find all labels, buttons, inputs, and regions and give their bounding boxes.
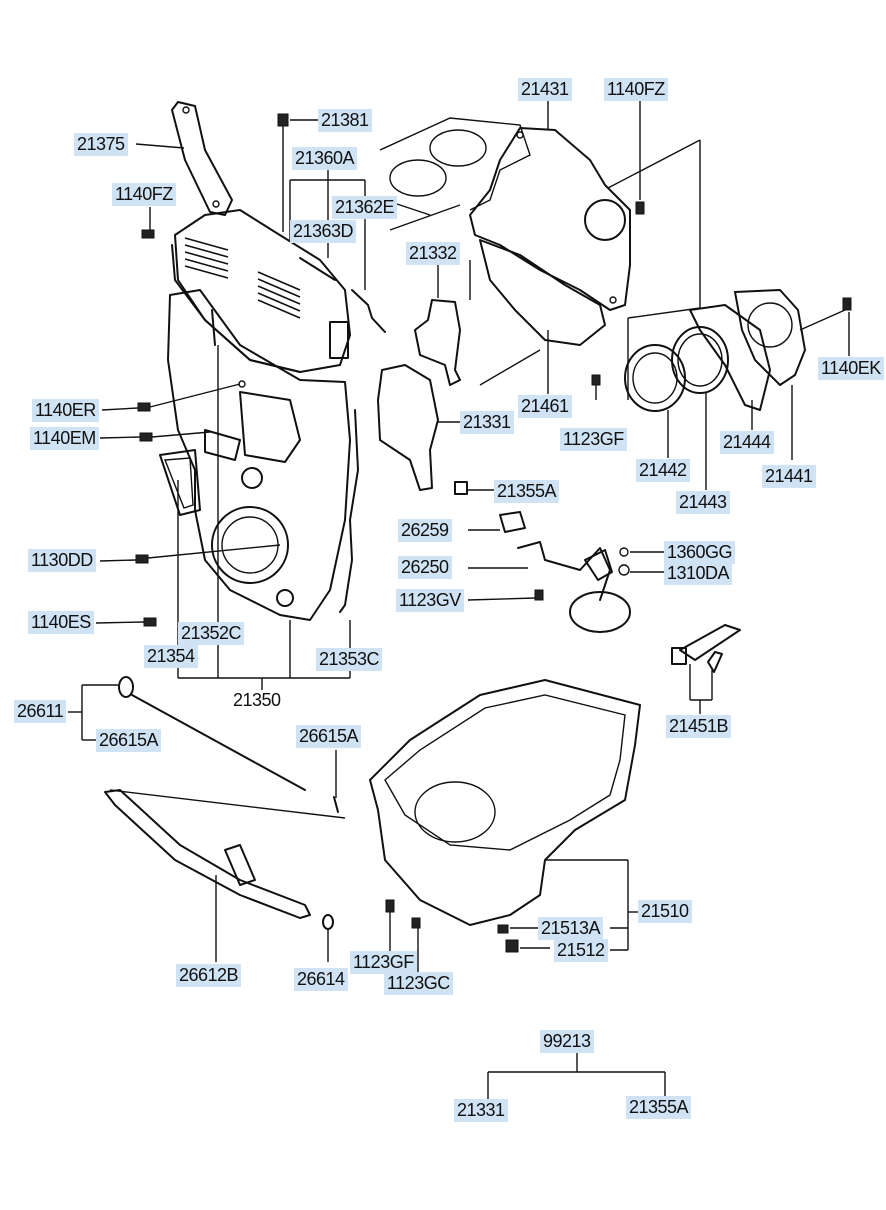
left-bolts: [135, 113, 601, 627]
label-26615a-right[interactable]: 26615A: [296, 725, 362, 748]
oil-seal-group: [624, 289, 852, 412]
label-1140ek[interactable]: 1140EK: [818, 357, 884, 380]
bracket-21332: [414, 299, 461, 386]
label-21331-kit[interactable]: 21331: [454, 1099, 508, 1122]
label-21381[interactable]: 21381: [318, 109, 372, 132]
label-21512[interactable]: 21512: [554, 939, 608, 962]
oil-pan: [369, 679, 641, 953]
label-1140em[interactable]: 1140EM: [30, 427, 99, 450]
label-21362e[interactable]: 21362E: [332, 196, 398, 219]
gasket-21362e: [351, 289, 386, 333]
label-26250[interactable]: 26250: [398, 556, 452, 579]
label-1130dd[interactable]: 1130DD: [28, 549, 96, 572]
upper-timing-cover: [171, 209, 351, 373]
rear-plate-21431: [469, 127, 631, 311]
cover-21461: [479, 239, 606, 346]
label-1123gv[interactable]: 1123GV: [396, 589, 464, 612]
label-21431[interactable]: 21431: [518, 78, 572, 101]
label-1140es[interactable]: 1140ES: [28, 611, 94, 634]
bolt-1123gc: [411, 917, 421, 929]
gasket-21353c: [339, 409, 359, 613]
label-21352c[interactable]: 21352C: [178, 622, 245, 645]
label-21451b[interactable]: 21451B: [666, 715, 732, 738]
label-26611[interactable]: 26611: [14, 700, 67, 723]
nut-21355a: [454, 481, 468, 495]
label-1360gg[interactable]: 1360GG: [664, 541, 736, 564]
gasket-21363d: [299, 257, 336, 281]
dipstick-guide: [104, 789, 334, 930]
label-21363d[interactable]: 21363D: [290, 220, 357, 243]
label-1123gf-bottom[interactable]: 1123GF: [350, 951, 417, 974]
label-1123gf-mid[interactable]: 1123GF: [560, 428, 627, 451]
label-21355a-kit[interactable]: 21355A: [626, 1096, 692, 1119]
bracket-21375: [171, 101, 233, 216]
bracket-21331: [377, 364, 439, 491]
label-26612b[interactable]: 26612B: [176, 964, 242, 987]
label-99213[interactable]: 99213: [540, 1030, 594, 1053]
bolt-1123gf-bottom: [385, 899, 395, 913]
label-21444[interactable]: 21444: [720, 431, 774, 454]
oil-strainer: [499, 511, 631, 633]
label-21355a[interactable]: 21355A: [494, 480, 560, 503]
label-21331[interactable]: 21331: [460, 411, 514, 434]
label-21441[interactable]: 21441: [762, 465, 816, 488]
label-21443[interactable]: 21443: [676, 491, 730, 514]
label-1310da[interactable]: 1310DA: [664, 562, 733, 585]
label-21350[interactable]: 21350: [233, 690, 281, 710]
label-21510[interactable]: 21510: [638, 900, 692, 923]
label-26259[interactable]: 26259: [398, 519, 452, 542]
label-26614[interactable]: 26614: [294, 968, 348, 991]
label-1140fz-left[interactable]: 1140FZ: [112, 183, 176, 206]
dipstick: [118, 676, 339, 813]
label-21360a[interactable]: 21360A: [292, 147, 358, 170]
label-21353c[interactable]: 21353C: [316, 648, 383, 671]
label-1140fz-top[interactable]: 1140FZ: [604, 78, 668, 101]
sealant-tube: [671, 624, 741, 673]
label-21354[interactable]: 21354: [144, 645, 198, 668]
bolt-1140fz-top: [635, 201, 645, 215]
label-21442[interactable]: 21442: [636, 459, 690, 482]
label-21332[interactable]: 21332: [406, 242, 460, 265]
lower-timing-cover: [159, 289, 351, 621]
label-26615a-left[interactable]: 26615A: [96, 729, 162, 752]
label-21513a[interactable]: 21513A: [538, 917, 604, 940]
engine-block-outline: [379, 117, 541, 386]
label-21461[interactable]: 21461: [518, 395, 572, 418]
label-1123gc[interactable]: 1123GC: [384, 972, 453, 995]
label-21375[interactable]: 21375: [74, 133, 128, 156]
label-1140er[interactable]: 1140ER: [32, 399, 99, 422]
